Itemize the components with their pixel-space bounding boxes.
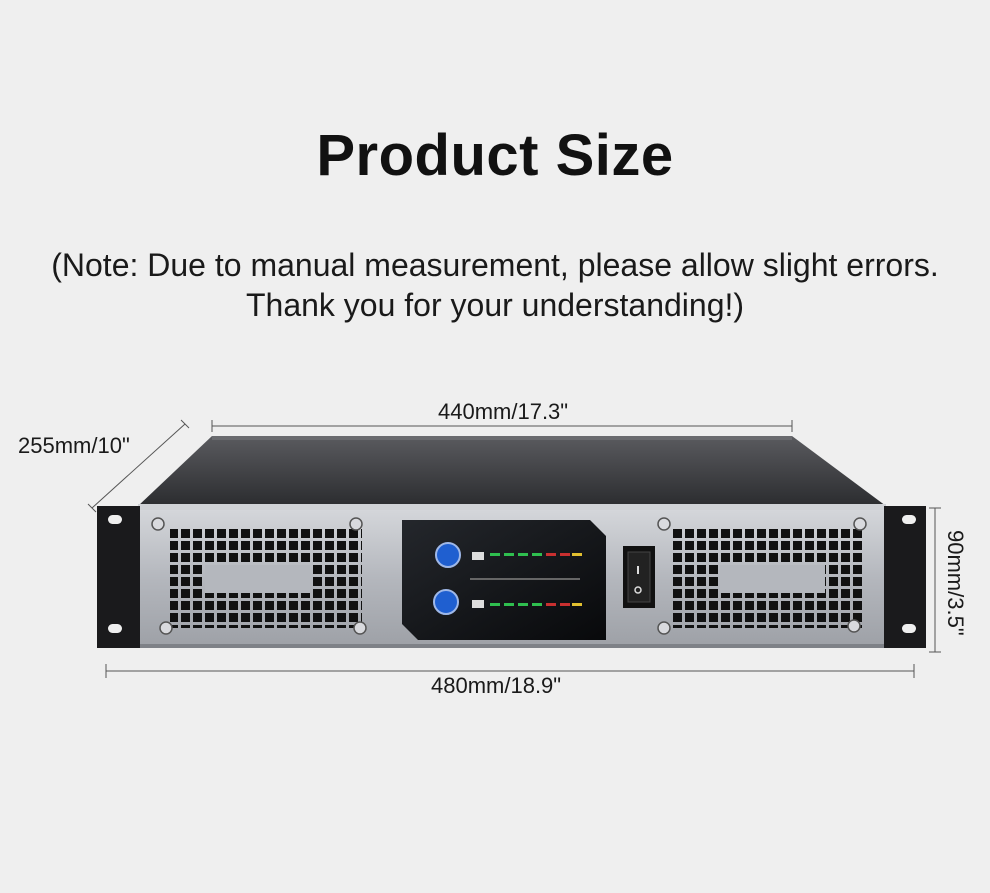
level-meters [470, 552, 582, 608]
width-top-label: 440mm/17.3" [438, 399, 569, 424]
vent-grille-right [670, 528, 862, 628]
dimension-lines [87, 419, 941, 678]
chassis-top [138, 436, 886, 506]
rack-ear-left [97, 506, 140, 648]
measurement-note: (Note: Due to manual measurement, please… [0, 245, 990, 325]
volume-knob-icon [433, 542, 461, 615]
note-line-1: (Note: Due to manual measurement, please… [51, 247, 939, 283]
vent-grille-left [170, 528, 362, 628]
page-title: Product Size [316, 123, 674, 188]
note-line-2: Thank you for your understanding!) [245, 287, 745, 323]
screw-icon [151, 517, 867, 635]
height-label: 90mm/3.5" [943, 530, 968, 636]
rack-ear-right [884, 506, 926, 648]
depth-label: 255mm/10" [18, 433, 130, 458]
power-switch-icon [623, 546, 655, 608]
width-bottom-label: 480mm/18.9" [431, 673, 562, 698]
